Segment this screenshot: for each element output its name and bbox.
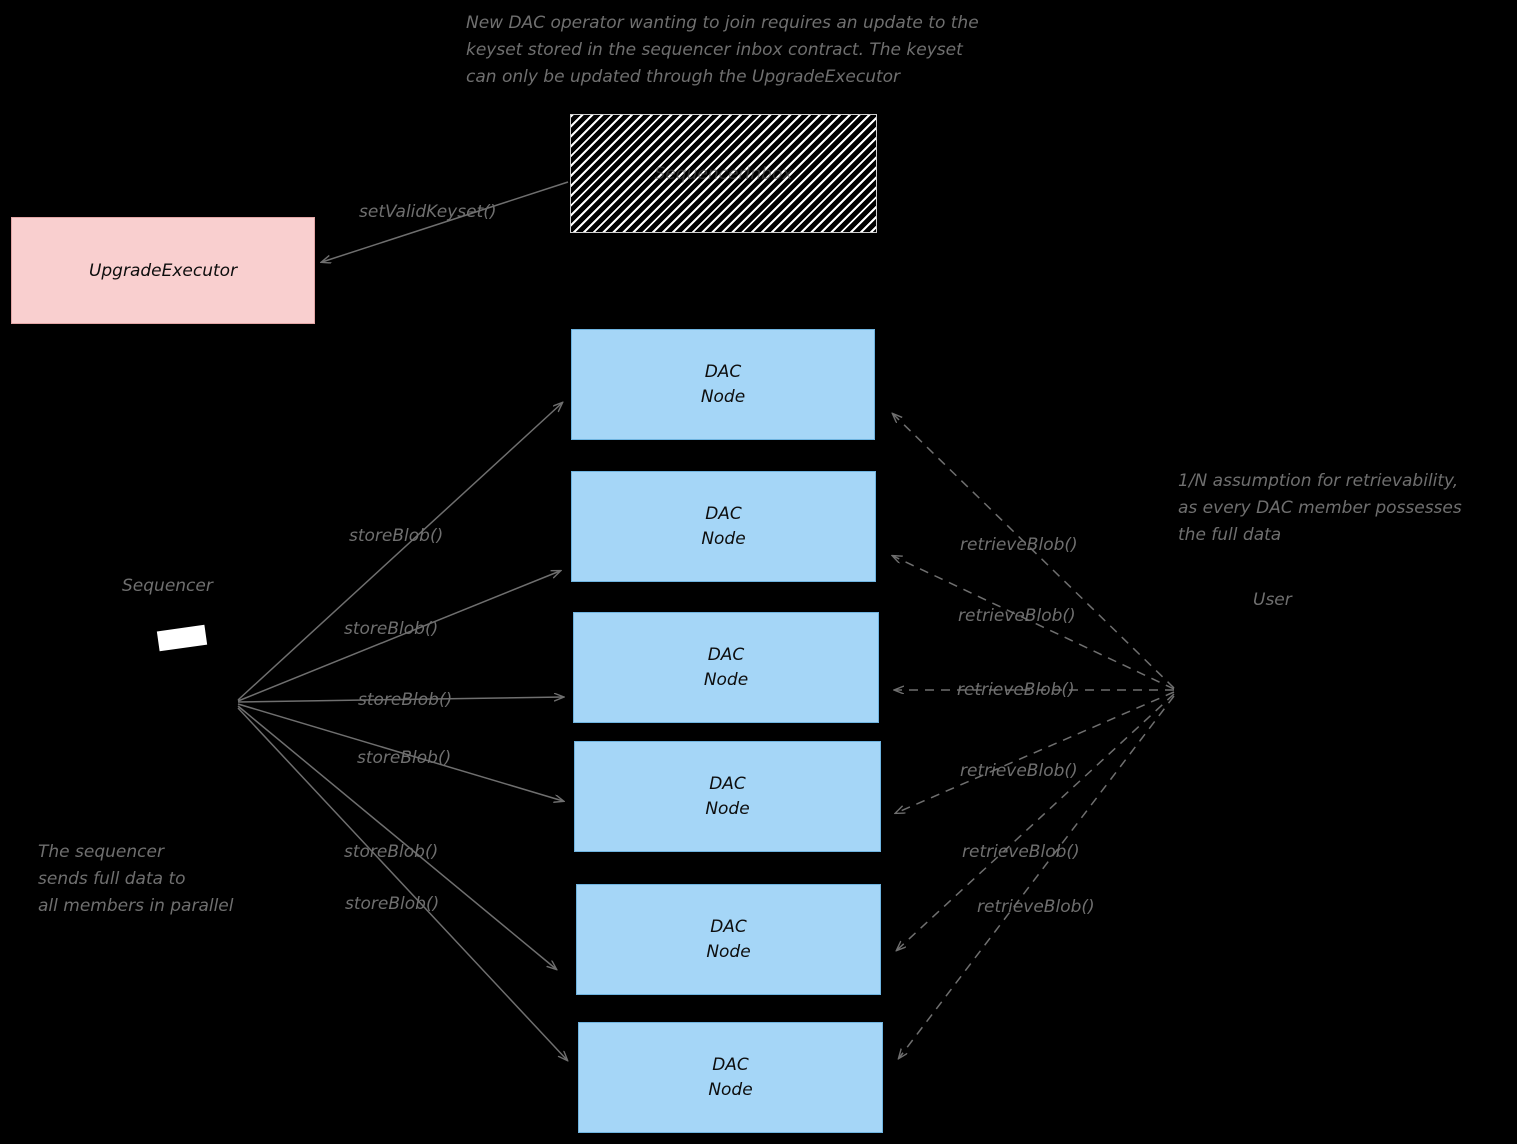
sequencer-inbox-box: SequencerInbox xyxy=(570,114,877,233)
dac-node-4: DAC Node xyxy=(574,741,881,852)
dac-node-2-line2: Node xyxy=(701,528,746,549)
dac-node-6-line2: Node xyxy=(708,1079,753,1100)
edge-label-retrieve-blob-6: retrieveBlob() xyxy=(977,897,1095,917)
arrow-retrieve-blob-6 xyxy=(899,695,1175,1058)
note-sequencer-parallel: The sequencer sends full data to all mem… xyxy=(38,842,234,916)
edge-label-retrieve-blob-5: retrieveBlob() xyxy=(962,842,1080,862)
arrow-store-blob-1 xyxy=(237,403,562,701)
sequencer-actor-glyph xyxy=(156,624,208,652)
user-actor-label: User xyxy=(1253,590,1292,610)
sequencer-actor-label: Sequencer xyxy=(122,576,213,596)
edge-label-store-blob-4: storeBlob() xyxy=(357,748,452,768)
upgrade-executor-box: UpgradeExecutor xyxy=(11,217,315,324)
upgrade-executor-label: UpgradeExecutor xyxy=(88,260,238,281)
dac-node-5: DAC Node xyxy=(576,884,881,995)
edge-label-store-blob-2: storeBlob() xyxy=(344,619,439,639)
dac-node-1-line1: DAC xyxy=(704,361,742,382)
dac-node-1-line2: Node xyxy=(700,386,746,407)
edge-label-retrieve-blob-2: retrieveBlob() xyxy=(958,606,1076,626)
dac-node-3-line2: Node xyxy=(703,669,749,690)
edge-label-store-blob-3: storeBlob() xyxy=(358,690,453,710)
dac-node-3-line1: DAC xyxy=(707,644,745,665)
arrow-retrieve-blob-4 xyxy=(896,691,1175,813)
edge-label-set-valid-keyset: setValidKeyset() xyxy=(359,202,497,222)
dac-node-4-line2: Node xyxy=(705,798,750,819)
edge-label-store-blob-5: storeBlob() xyxy=(344,842,439,862)
arrow-set-valid-keyset xyxy=(322,181,569,262)
dac-node-5-line1: DAC xyxy=(710,916,747,937)
edge-label-retrieve-blob-3: retrieveBlob() xyxy=(957,680,1075,700)
dac-node-4-line1: DAC xyxy=(709,773,746,794)
dac-node-3: DAC Node xyxy=(573,612,879,723)
sequencer-inbox-label: SequencerInbox xyxy=(654,163,793,184)
dac-node-2-line1: DAC xyxy=(705,503,742,524)
edge-label-store-blob-6: storeBlob() xyxy=(345,894,440,914)
dac-node-5-line2: Node xyxy=(706,941,751,962)
dac-node-6: DAC Node xyxy=(578,1022,883,1133)
edge-label-store-blob-1: storeBlob() xyxy=(349,526,444,546)
note-keyset-update: New DAC operator wanting to join require… xyxy=(466,13,979,87)
edge-label-retrieve-blob-4: retrieveBlob() xyxy=(960,761,1078,781)
dac-node-2: DAC Node xyxy=(571,471,876,582)
dac-node-6-line1: DAC xyxy=(712,1054,749,1075)
note-retrievability: 1/N assumption for retrievability, as ev… xyxy=(1178,471,1462,545)
dac-node-1: DAC Node xyxy=(571,329,875,440)
arrow-store-blob-5 xyxy=(237,705,556,969)
edge-label-retrieve-blob-1: retrieveBlob() xyxy=(960,535,1078,555)
